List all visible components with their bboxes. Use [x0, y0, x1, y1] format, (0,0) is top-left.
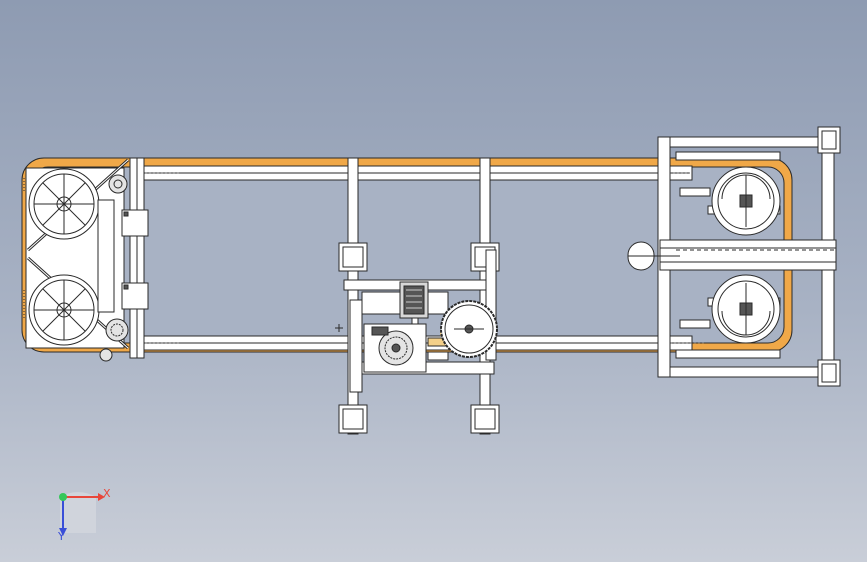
centerline-marker [335, 324, 343, 332]
x-axis-label: X [103, 487, 111, 500]
right-upper-wheel[interactable] [711, 166, 781, 236]
conveyor-frame[interactable] [21, 157, 793, 353]
right-lower-wheel[interactable] [711, 274, 781, 344]
left-upper-wheel[interactable] [28, 168, 100, 240]
circular-saw-blade[interactable] [440, 300, 498, 358]
left-lower-wheel[interactable] [28, 274, 100, 346]
left-upright-frame[interactable] [121, 157, 149, 359]
drive-motor[interactable] [361, 281, 449, 329]
y-axis-label: Y [58, 530, 65, 543]
left-end-assembly[interactable] [23, 158, 130, 362]
coordinate-triad [59, 492, 105, 536]
